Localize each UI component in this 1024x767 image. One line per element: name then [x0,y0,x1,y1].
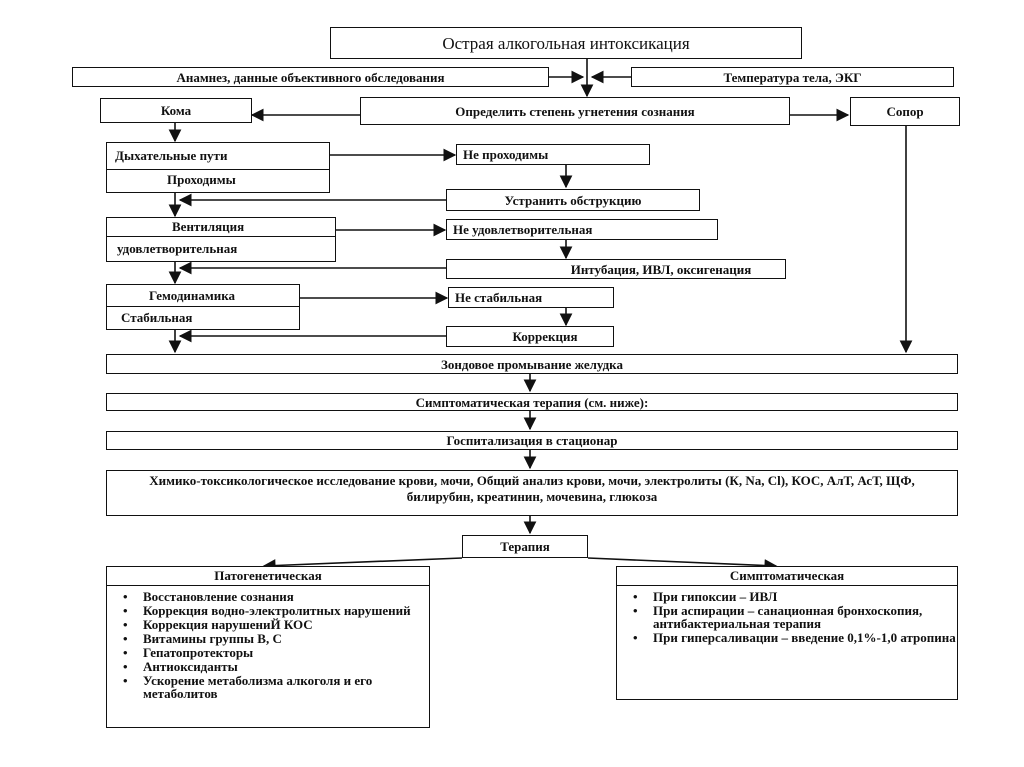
airways-label: Дыхательные пути [107,143,329,170]
anamnesis-box: Анамнез, данные объективного обследовани… [72,67,549,87]
pathogenetic-panel: Патогенетическая •Восстановление сознани… [106,566,430,728]
list-item: •Восстановление сознания [123,589,294,604]
lab-tests-box: Химико-токсикологическое исследование кр… [106,470,958,516]
hemodynamics-label: Гемодинамика [107,285,299,307]
airways-box: Дыхательные пути Проходимы [106,142,330,193]
ventilation-box: Вентиляция удовлетворительная [106,217,336,262]
airways-passable: Проходимы [167,172,236,187]
hospitalization-box: Госпитализация в стационар [106,431,958,450]
pathogenetic-title: Патогенетическая [107,567,429,586]
pathogenetic-list: •Восстановление сознания •Коррекция водн… [107,590,429,700]
ventilation-satisfactory: удовлетворительная [117,241,238,256]
list-item: •Коррекция водно-электролитных нарушений [123,603,411,618]
symptomatic-panel: Симптоматическая •При гипоксии – ИВЛ •Пр… [616,566,958,700]
list-item: •Витамины группы В, С [123,631,282,646]
symptomatic-therapy-box: Симптоматическая терапия (см. ниже): [106,393,958,411]
hemo-not-stable-box: Не стабильная [448,287,614,308]
list-item: •Гепатопротекторы [123,645,254,660]
temperature-box: Температура тела, ЭКГ [631,67,954,87]
symptomatic-list: •При гипоксии – ИВЛ •При аспирации – сан… [617,590,957,644]
coma-box: Кома [100,98,252,123]
remove-obstruction-box: Устранить обструкцию [446,189,700,211]
gastric-lavage-box: Зондовое промывание желудка [106,354,958,374]
list-item: •При гипоксии – ИВЛ [633,589,778,604]
list-item: •Коррекция нарушениЙ КОС [123,617,313,632]
correction-box: Коррекция [446,326,614,347]
list-item: •При аспирации – санационная бронхоскопи… [633,603,923,631]
ventilation-label: Вентиляция [107,218,335,237]
hemodynamics-stable: Стабильная [121,310,193,325]
determine-consciousness-box: Определить степень угнетения сознания [360,97,790,125]
therapy-box: Терапия [462,535,588,558]
list-item: •При гиперсаливации – введение 0,1%-1,0 … [633,630,956,645]
hemodynamics-box: Гемодинамика Стабильная [106,284,300,330]
list-item: •Антиоксиданты [123,659,238,674]
diagram-title: Острая алкогольная интоксикация [330,27,802,59]
airways-not-passable-box: Не проходимы [456,144,650,165]
list-item: •Ускорение метаболизма алкоголя и его ме… [123,673,373,701]
symptomatic-title: Симптоматическая [617,567,957,586]
sopor-box: Сопор [850,97,960,126]
intubation-box: Интубация, ИВЛ, оксигенация [446,259,786,279]
ventilation-not-satisfactory-box: Не удовлетворительная [446,219,718,240]
